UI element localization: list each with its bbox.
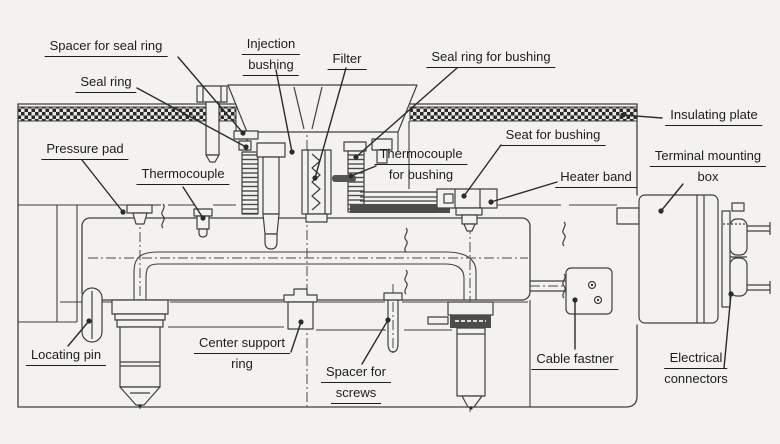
label-seal-ring: Seal ring	[75, 72, 137, 93]
leader-seat-for-bushing	[463, 144, 502, 197]
label-text: Seal ring for bushing	[426, 47, 556, 68]
label-electrical-connectors: Electrical connectors	[662, 348, 730, 388]
label-text: Locating pin	[25, 345, 107, 366]
label-text: Seal ring	[75, 72, 137, 93]
label-text: Insulating plate	[665, 105, 763, 126]
bushing-seal-column	[332, 141, 450, 213]
label-text: Terminal mounting	[649, 146, 767, 167]
leader-pressure-pad	[81, 159, 124, 213]
label-text: Filter	[327, 49, 367, 70]
leader-lines	[67, 56, 734, 369]
label-text: Spacer for	[321, 362, 391, 383]
label-text: Electrical	[664, 348, 728, 369]
label-text: Pressure pad	[41, 139, 129, 160]
filter-part	[301, 149, 332, 223]
terminal-mounting-box-part	[616, 194, 719, 324]
label-seat-for-bushing: Seat for bushing	[500, 125, 606, 146]
leader-dot-thermocouple-for-bushing	[348, 173, 354, 179]
label-insulating-plate: Insulating plate	[665, 105, 763, 126]
leader-spacer-for-screws	[361, 319, 389, 365]
thermocouple-part	[193, 208, 213, 238]
leader-dot-locating-pin	[86, 318, 92, 324]
leader-thermocouple-for-bushing	[350, 165, 377, 177]
label-thermocouple-for-bushing: Thermocouple for bushing	[374, 144, 468, 184]
label-text: ring	[231, 356, 253, 371]
leader-dot-insulating-plate	[620, 112, 626, 118]
leader-filter	[314, 67, 347, 179]
insulating-plate-strip	[17, 106, 638, 122]
label-seal-ring-for-bushing: Seal ring for bushing	[426, 47, 556, 68]
components	[81, 84, 771, 410]
leader-dot-thermocouple	[200, 215, 206, 221]
leader-spacer-for-seal-ring	[177, 56, 244, 134]
leader-dot-spacer-for-seal-ring	[240, 130, 246, 136]
label-text: connectors	[664, 371, 728, 386]
label-text: Spacer for seal ring	[44, 36, 168, 57]
leader-dot-terminal-mounting-box	[658, 208, 664, 214]
label-text: Heater band	[555, 167, 637, 188]
label-text: Seat for bushing	[500, 125, 606, 146]
label-filter: Filter	[327, 49, 367, 70]
seal-ring-stack	[233, 130, 259, 215]
mold-outline	[17, 103, 638, 408]
leader-insulating-plate	[622, 114, 663, 119]
leader-dot-pressure-pad	[120, 209, 126, 215]
label-text: Thermocouple	[374, 144, 468, 165]
injection-bushing-part	[256, 142, 286, 250]
label-spacer-for-seal-ring: Spacer for seal ring	[44, 36, 168, 57]
leader-dot-electrical-connectors	[728, 291, 734, 297]
label-text: box	[697, 169, 719, 184]
pressure-pad-part	[126, 204, 153, 225]
leader-dot-seal-ring-for-bushing	[353, 154, 359, 160]
leader-center-support-ring	[290, 321, 302, 353]
label-terminal-mounting-box: Terminal mounting box	[649, 146, 767, 186]
bushing-heater-strip	[350, 204, 450, 213]
label-text: Thermocouple	[136, 164, 230, 185]
plate-seams	[18, 121, 617, 407]
leader-seal-ring	[136, 87, 247, 148]
sprue-bushing-head	[227, 84, 418, 133]
label-text: for bushing	[388, 167, 454, 182]
label-text: bushing	[243, 55, 299, 76]
leader-electrical-connectors	[723, 293, 732, 369]
label-locating-pin: Locating pin	[25, 345, 107, 366]
label-heater-band: Heater band	[555, 167, 637, 188]
label-text: Injection	[241, 34, 301, 55]
leader-dot-heater-band	[488, 199, 494, 205]
leader-thermocouple	[182, 186, 204, 219]
label-pressure-pad: Pressure pad	[41, 139, 129, 160]
leader-heater-band	[490, 181, 558, 203]
leader-dot-filter	[312, 175, 318, 181]
manifold-block	[81, 217, 531, 301]
locating-pin-part	[81, 287, 103, 343]
leader-dot-center-support-ring	[298, 319, 304, 325]
break-marks	[161, 203, 566, 299]
leader-terminal-mounting-box	[660, 183, 684, 212]
left-nozzle	[111, 299, 169, 408]
electrical-connectors-part	[721, 202, 771, 308]
seat-for-bushing-part	[436, 188, 498, 232]
leader-injection-bushing	[275, 69, 293, 153]
label-text: Cable fastner	[531, 349, 619, 370]
label-cable-fastner: Cable fastner	[531, 349, 619, 370]
small-bolt	[371, 138, 393, 164]
leader-dot-seal-ring	[243, 144, 249, 150]
label-text: screws	[330, 383, 382, 404]
leader-seal-ring-for-bushing	[355, 67, 458, 158]
leader-dot-injection-bushing	[289, 149, 295, 155]
leader-dot-spacer-for-screws	[385, 317, 391, 323]
right-nozzle	[427, 301, 494, 410]
label-thermocouple: Thermocouple	[136, 164, 230, 185]
label-center-support-ring: Center support ring	[194, 333, 290, 373]
label-text: Center support	[194, 333, 290, 354]
leader-locating-pin	[67, 320, 90, 347]
leader-dot-cable-fastner	[572, 297, 578, 303]
leader-dot-seat-for-bushing	[461, 193, 467, 199]
cable-fastener-part	[530, 267, 613, 315]
